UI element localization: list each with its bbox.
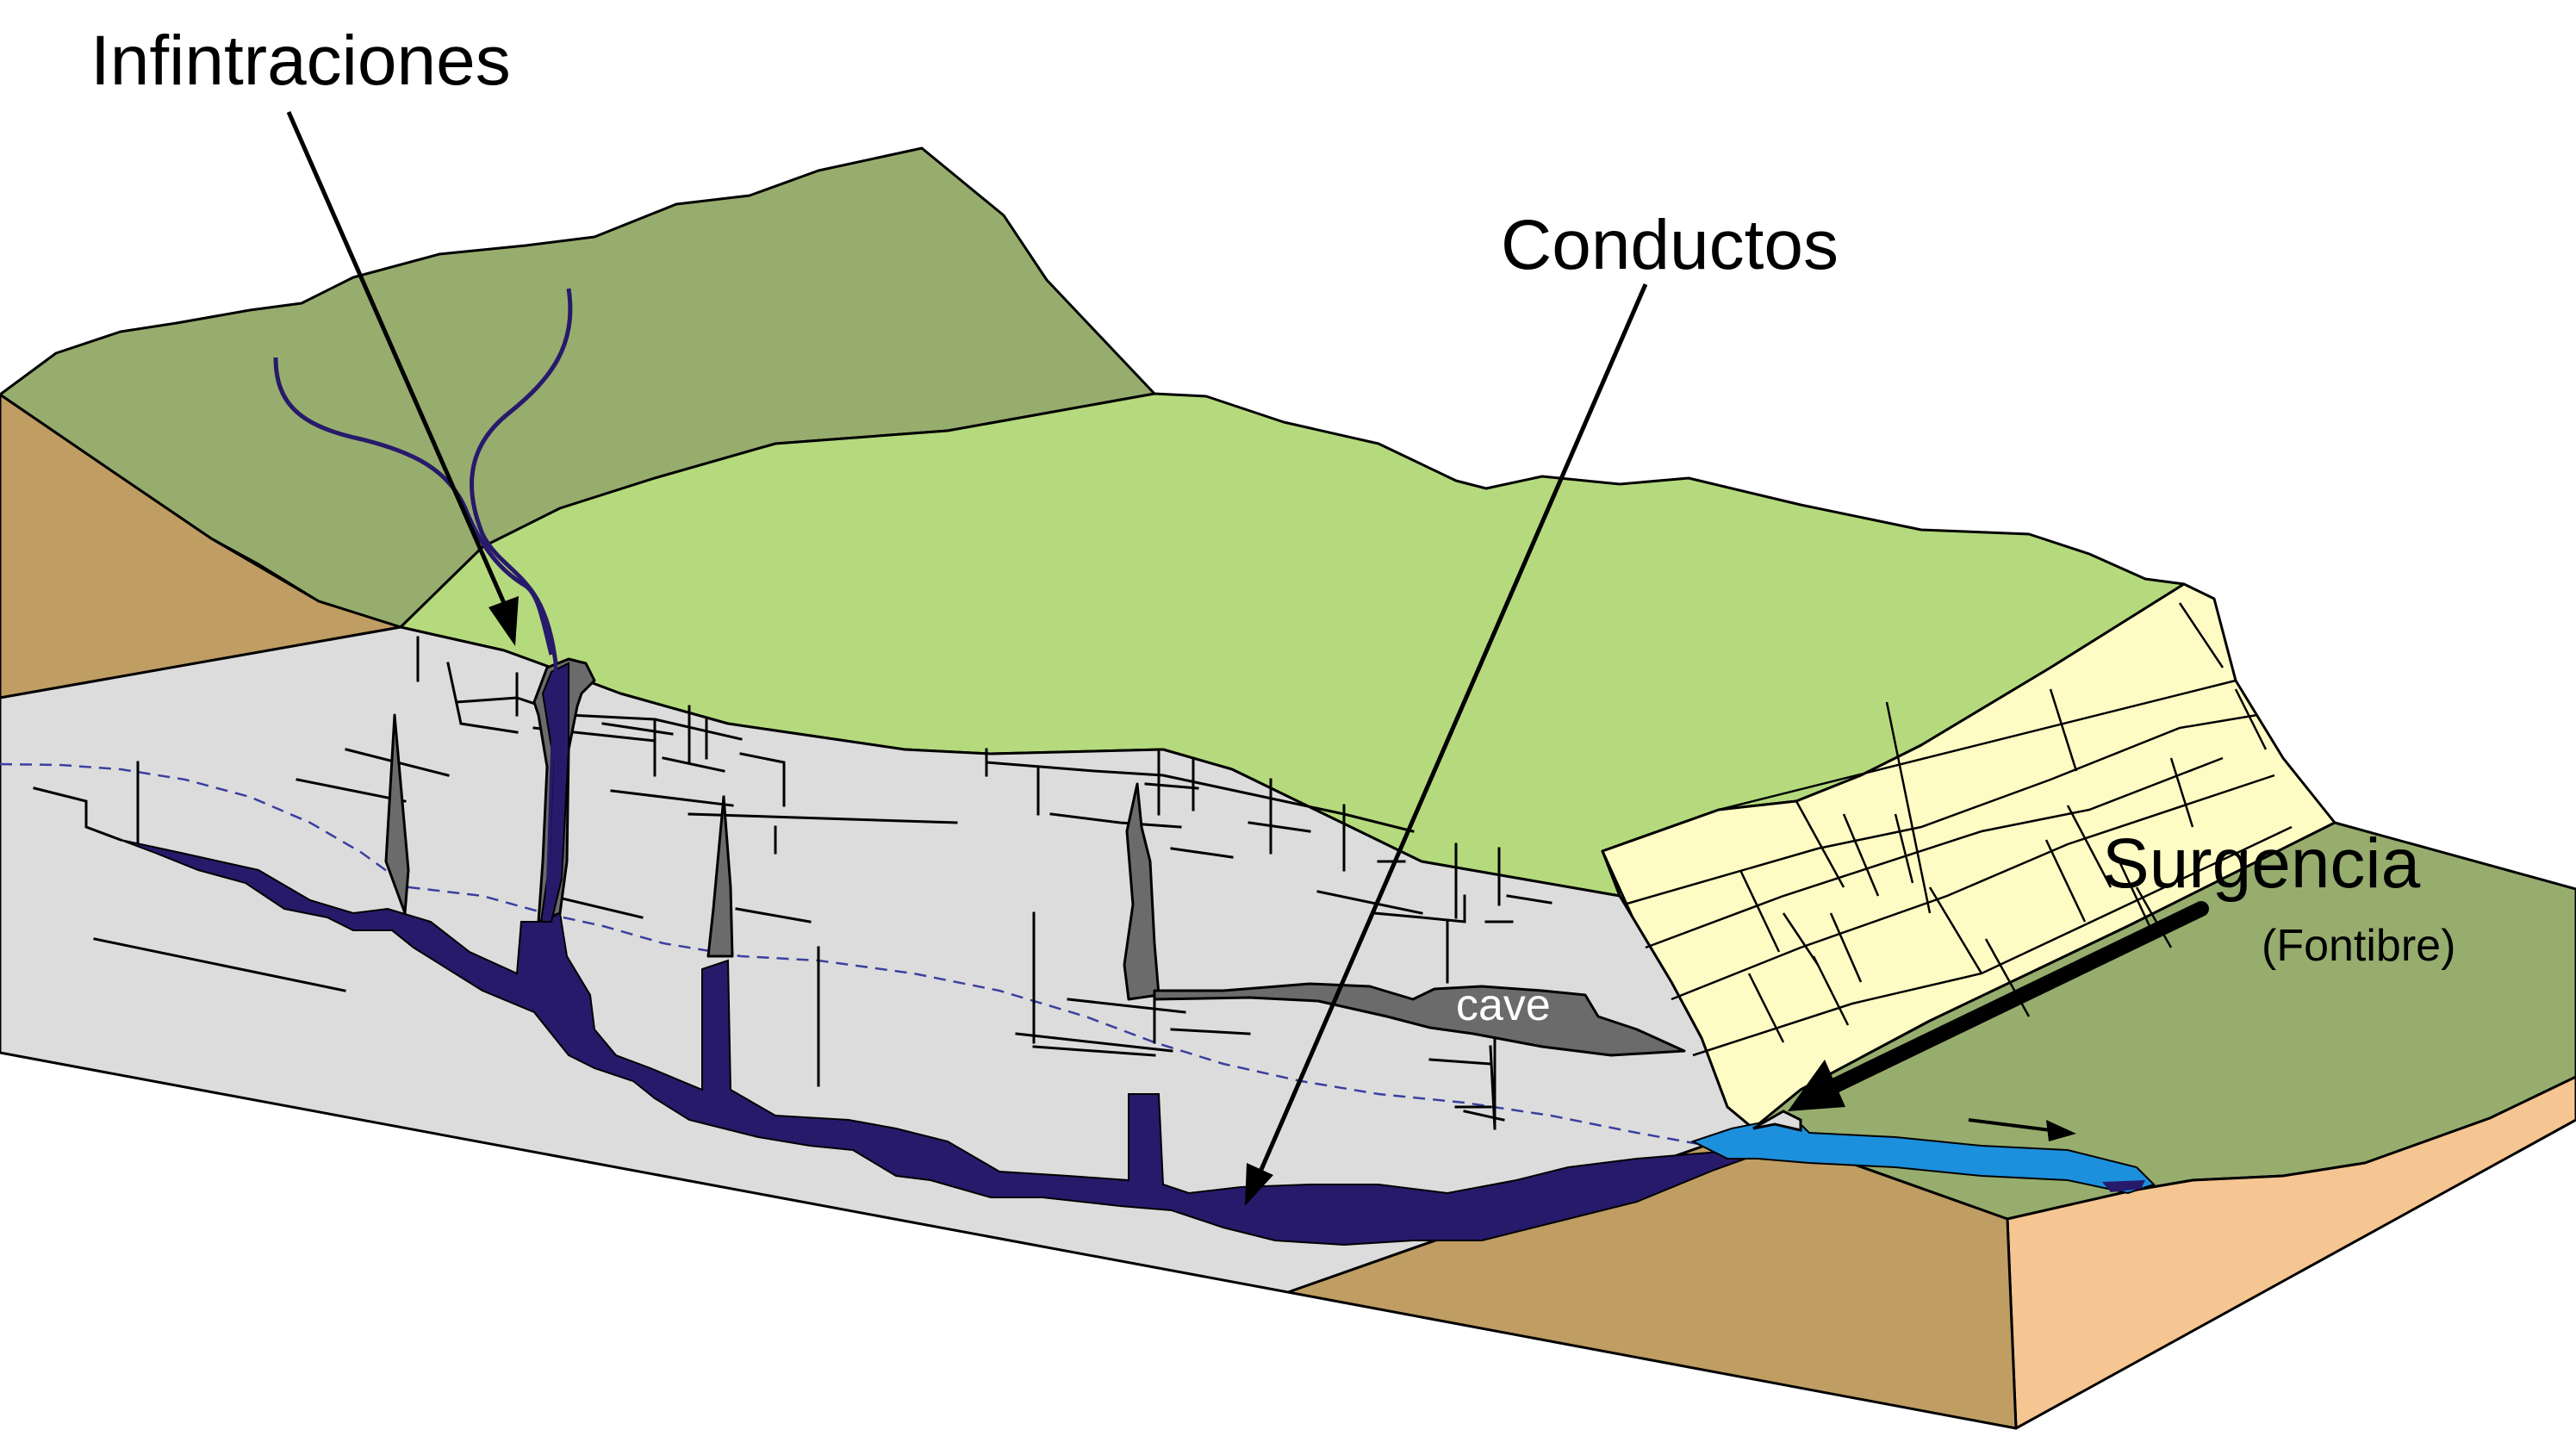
conduits-label: Conductos	[1501, 206, 1839, 284]
infiltration-label: Infintraciones	[90, 22, 511, 100]
cave-label: cave	[1456, 980, 1551, 1030]
spring-name-label: (Fontibre)	[2262, 921, 2455, 971]
spring-label: Surgencia	[2102, 824, 2421, 903]
